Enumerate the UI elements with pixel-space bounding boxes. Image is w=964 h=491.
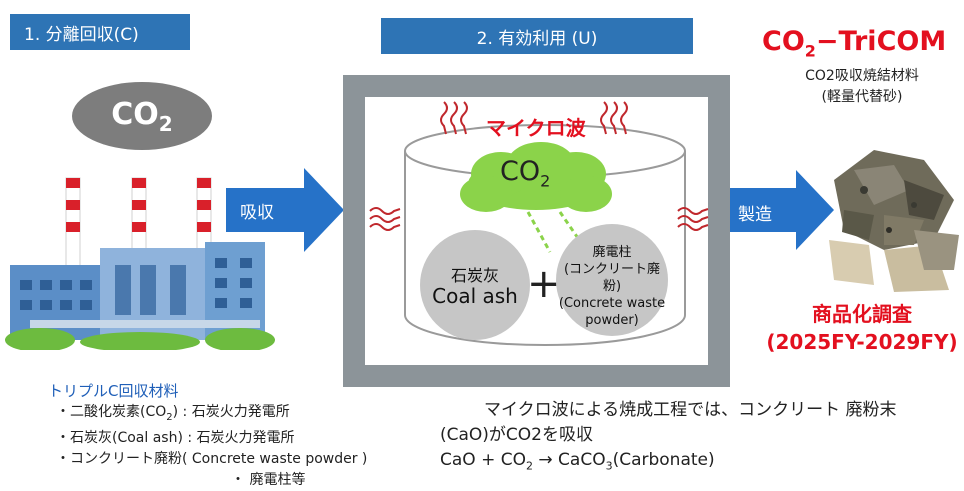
co2-gas-bubble: CO2 [72,82,212,150]
microwave-wave-icon [600,101,628,135]
product-title: CO2−TriCOM [762,26,947,61]
material-item: ・二酸化炭素(CO2) : 石炭火力発電所 [56,404,290,423]
microwave-wave-icon [369,207,401,231]
header-separation: 1. 分離回収(C) [10,14,190,50]
material-item: ・ 廃電柱等 [231,471,306,488]
coal-ash-en: Coal ash [432,284,518,308]
microwave-wave-icon [440,101,468,135]
coal-ash-circle [420,230,530,340]
microwave-label: マイクロ波 [486,116,586,140]
concrete-powder-label: 廃電柱 (コンクリート廃粉) (Concrete waste powder) [558,245,666,328]
material-item: ・コンクリート廃粉( Concrete waste powder ) [56,450,368,467]
manufacture-arrow: 製造 [730,170,835,250]
co2-cloud [460,142,612,212]
microwave-chamber [343,75,730,387]
market-research-label: 商品化調査 (2025FY-2029FY) [766,302,958,354]
reaction-equation: CaO + CO2 → CaCO3(Carbonate) [440,450,715,473]
product-subtitle: CO2吸収焼結材料 (軽量代替砂) [805,68,919,105]
cloud-co2-label: CO2 [500,156,551,191]
coal-ash-jp: 石炭灰 [450,266,499,285]
product-sample-image [829,150,959,292]
material-item: ・石炭灰(Coal ash) : 石炭火力発電所 [56,429,295,446]
concrete-powder-circle [556,224,668,336]
microwave-wave-icon [677,207,709,231]
header-utilization: 2. 有効利用 (U) [381,18,693,54]
materials-list: ・二酸化炭素(CO2) : 石炭火力発電所 ・石炭灰(Coal ash) : 石… [56,402,367,491]
power-plant-illustration [5,177,275,350]
absorb-arrow: 吸収 [226,168,346,252]
plus-sign: + [527,261,561,307]
process-description: マイクロ波による焼成工程では、コンクリート 廃粉末 (CaO)がCO2を吸収 C… [440,398,897,478]
materials-title: トリプルC回収材料 [48,382,179,400]
